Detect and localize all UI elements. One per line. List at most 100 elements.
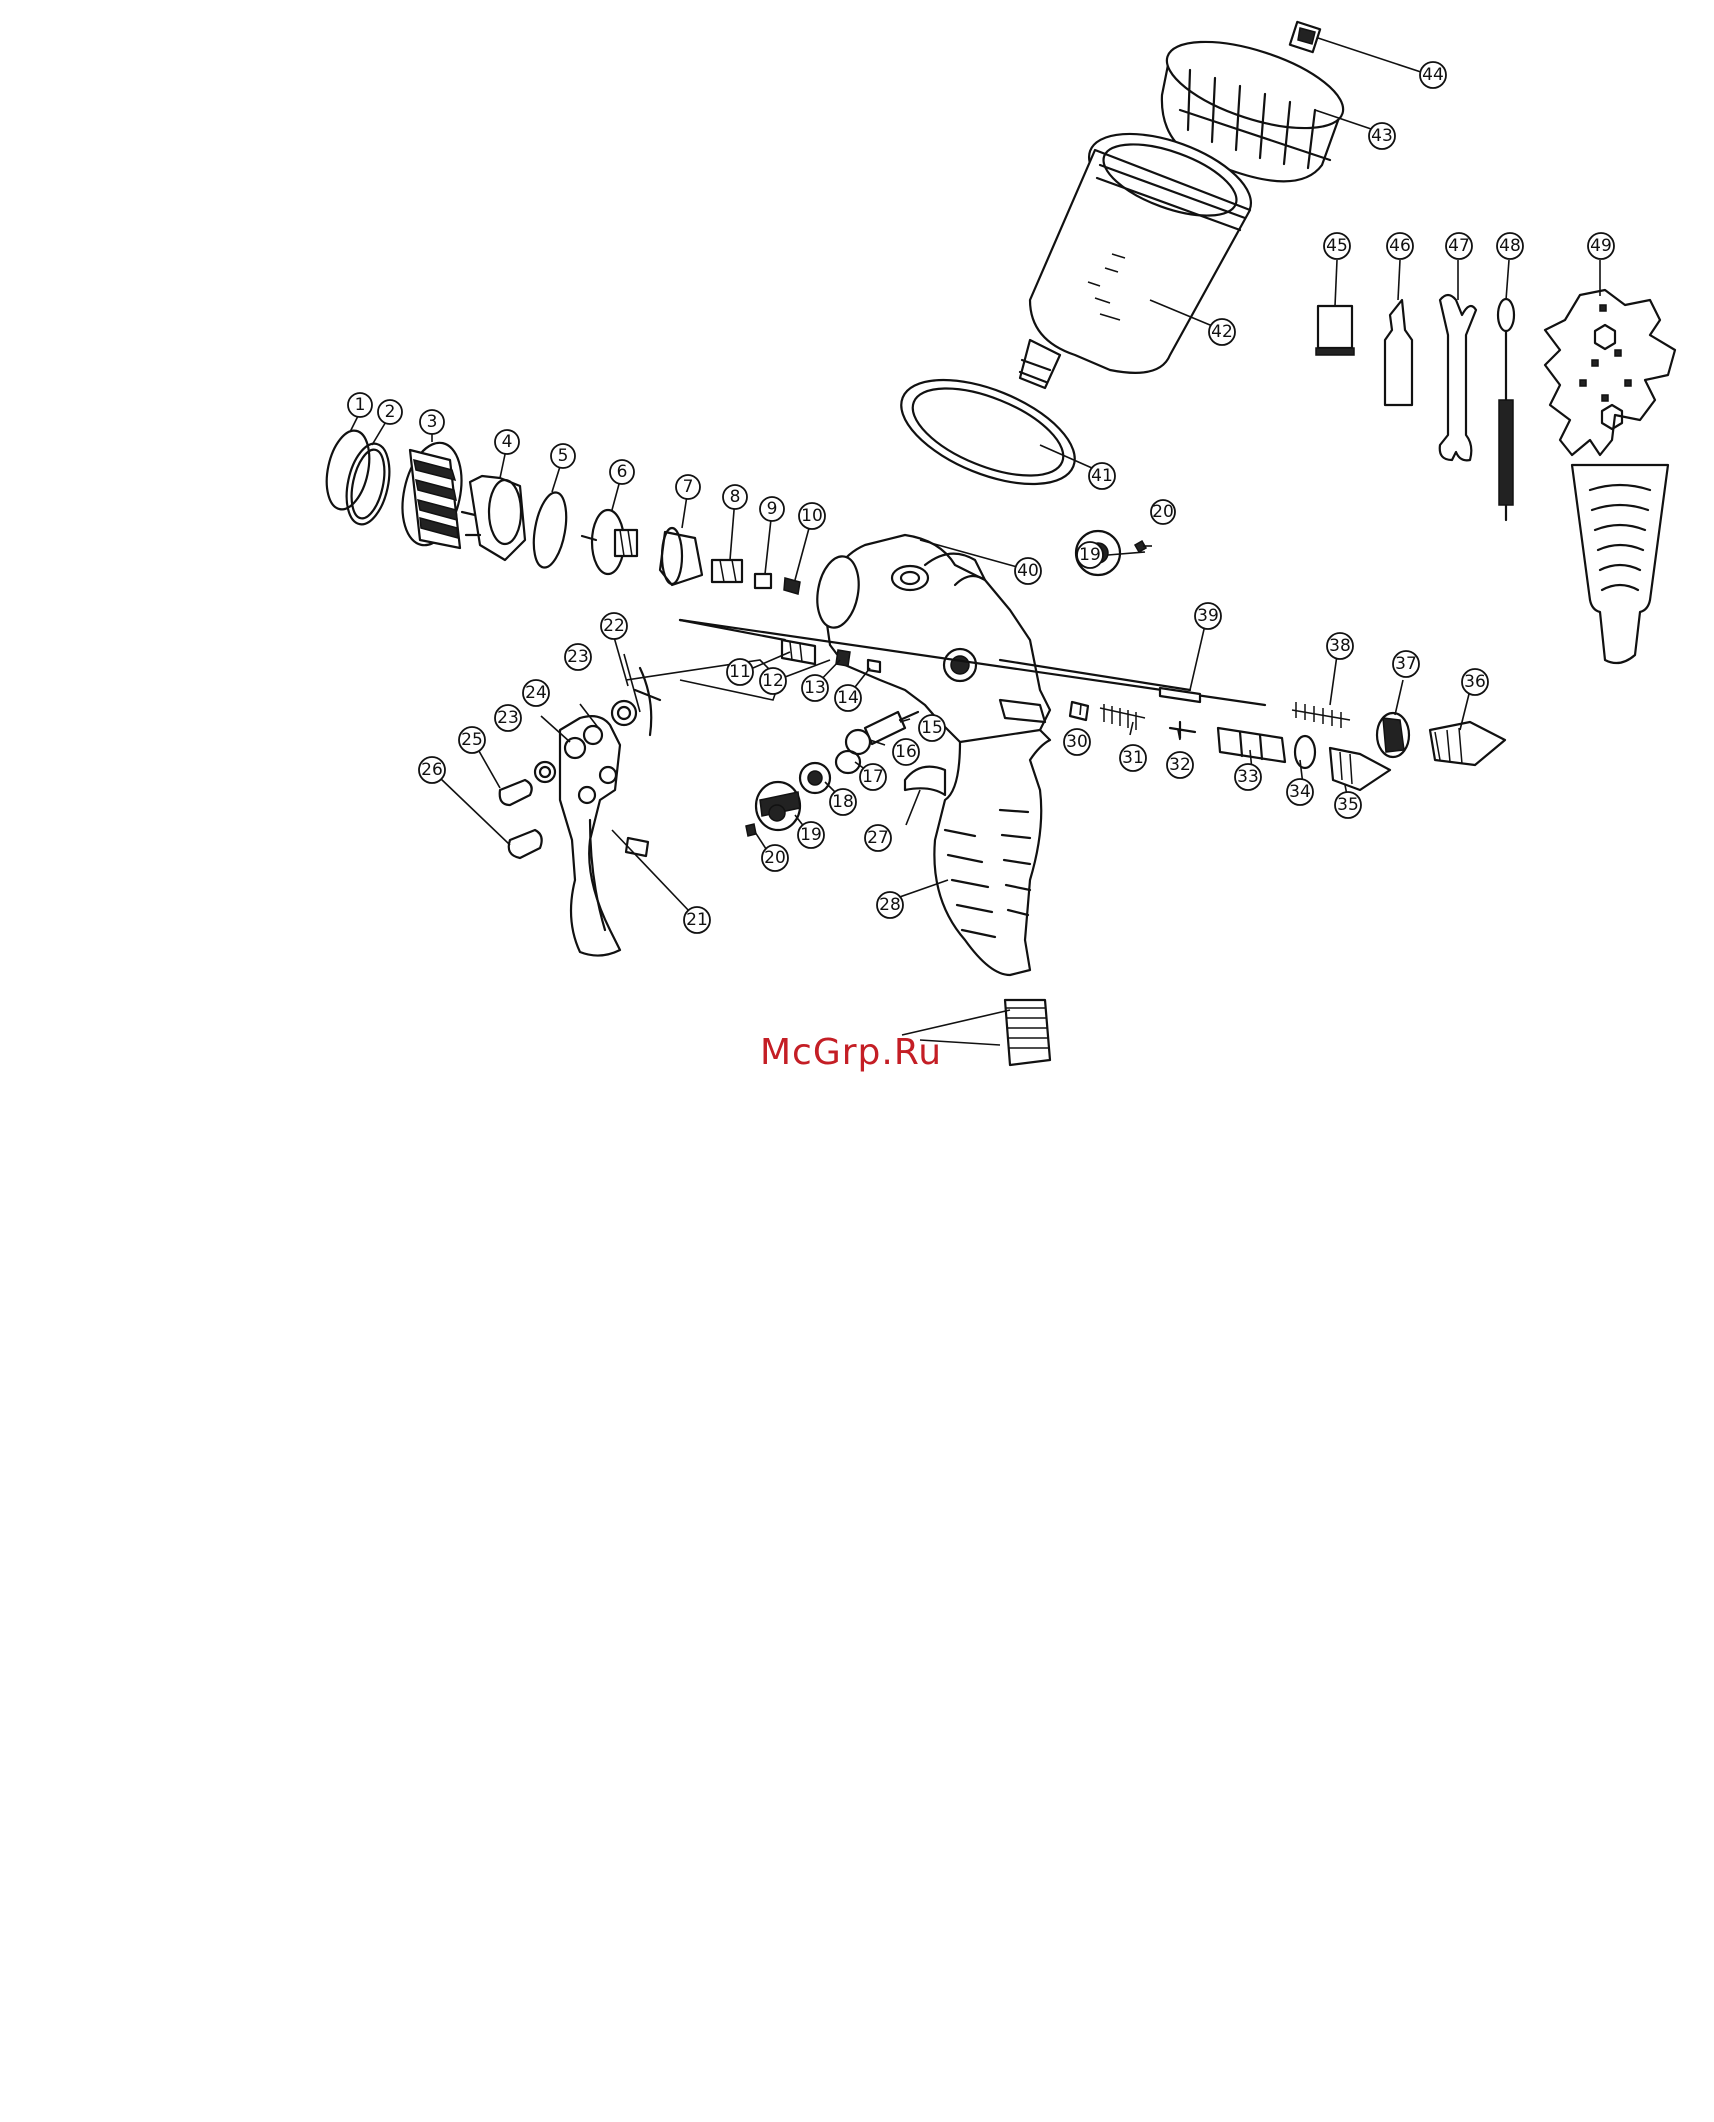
svg-text:1: 1 [355, 395, 366, 415]
svg-text:14: 14 [837, 688, 859, 708]
callout-32: 32 [1167, 752, 1193, 778]
callout-46: 46 [1387, 233, 1413, 259]
svg-text:19: 19 [800, 825, 822, 845]
svg-text:49: 49 [1590, 236, 1612, 256]
svg-text:47: 47 [1448, 236, 1470, 256]
callout-6: 6 [610, 460, 634, 484]
svg-text:10: 10 [801, 506, 823, 526]
svg-text:41: 41 [1091, 466, 1113, 486]
callout-34: 34 [1287, 779, 1313, 805]
svg-text:36: 36 [1464, 672, 1486, 692]
svg-text:17: 17 [862, 767, 884, 787]
callout-38: 38 [1327, 633, 1353, 659]
callout-23a: 23 [565, 644, 591, 670]
svg-text:18: 18 [832, 792, 854, 812]
svg-text:38: 38 [1329, 636, 1351, 656]
callout-8: 8 [723, 485, 747, 509]
svg-text:9: 9 [767, 499, 778, 519]
callout-31: 31 [1120, 745, 1146, 771]
svg-text:45: 45 [1326, 236, 1348, 256]
svg-text:12: 12 [762, 671, 784, 691]
callout-11: 11 [727, 659, 753, 685]
svg-text:32: 32 [1169, 755, 1191, 775]
svg-text:42: 42 [1211, 322, 1233, 342]
callout-7: 7 [676, 475, 700, 499]
svg-text:19: 19 [1079, 545, 1101, 565]
callout-42: 42 [1209, 319, 1235, 345]
svg-text:24: 24 [525, 683, 547, 703]
air-cap-assembly [320, 427, 571, 570]
watermark: McGrp.Ru [760, 1032, 942, 1073]
callout-5: 5 [551, 444, 575, 468]
svg-text:39: 39 [1197, 606, 1219, 626]
callout-19: 19 [798, 822, 824, 848]
multi-tool-spanner [1545, 290, 1675, 663]
callout-20: 20 [762, 845, 788, 871]
callout-10: 10 [799, 503, 825, 529]
callout-41: 41 [1089, 463, 1115, 489]
callout-3: 3 [420, 410, 444, 434]
callout-47: 47 [1446, 233, 1472, 259]
callout-17: 17 [860, 764, 886, 790]
svg-text:44: 44 [1422, 65, 1444, 85]
callout-27: 27 [865, 825, 891, 851]
svg-text:5: 5 [558, 446, 569, 466]
callout-9: 9 [760, 497, 784, 521]
svg-text:46: 46 [1389, 236, 1411, 256]
callout-21: 21 [684, 907, 710, 933]
callout-44: 44 [1420, 62, 1446, 88]
callout-13: 13 [802, 675, 828, 701]
svg-text:25: 25 [461, 730, 483, 750]
callout-25: 25 [459, 727, 485, 753]
svg-text:27: 27 [867, 828, 889, 848]
callout-30: 30 [1064, 729, 1090, 755]
svg-text:23: 23 [567, 647, 589, 667]
svg-text:3: 3 [427, 412, 438, 432]
cleaning-pick [1385, 300, 1412, 405]
callout-36: 36 [1462, 669, 1488, 695]
svg-text:28: 28 [879, 895, 901, 915]
callout-14: 14 [835, 685, 861, 711]
callout-49: 49 [1588, 233, 1614, 259]
callout-18: 18 [830, 789, 856, 815]
svg-text:7: 7 [683, 477, 694, 497]
svg-text:4: 4 [502, 432, 513, 452]
callout-45: 45 [1324, 233, 1350, 259]
callout-33: 33 [1235, 764, 1261, 790]
callout-48: 48 [1497, 233, 1523, 259]
svg-text:35: 35 [1337, 795, 1359, 815]
cleaning-brush [1498, 299, 1514, 520]
svg-text:34: 34 [1289, 782, 1311, 802]
svg-text:15: 15 [921, 718, 943, 738]
callout-23b: 23 [495, 705, 521, 731]
svg-text:31: 31 [1122, 748, 1144, 768]
callout-12: 12 [760, 668, 786, 694]
callout-37: 37 [1393, 651, 1419, 677]
svg-text:30: 30 [1066, 732, 1088, 752]
filter-tool [1316, 306, 1354, 355]
svg-text:43: 43 [1371, 126, 1393, 146]
svg-text:40: 40 [1017, 561, 1039, 581]
callout-39: 39 [1195, 603, 1221, 629]
svg-text:23: 23 [497, 708, 519, 728]
vent-plug [1290, 22, 1320, 52]
svg-text:20: 20 [764, 848, 786, 868]
spanner-wrench [1440, 295, 1476, 460]
svg-text:8: 8 [730, 487, 741, 507]
callout-20b: 20 [1151, 500, 1175, 524]
svg-text:20: 20 [1152, 502, 1174, 522]
svg-text:13: 13 [804, 678, 826, 698]
callout-1: 1 [348, 393, 372, 417]
callout-28: 28 [877, 892, 903, 918]
callout-40: 40 [1015, 558, 1041, 584]
svg-text:21: 21 [686, 910, 708, 930]
svg-text:48: 48 [1499, 236, 1521, 256]
svg-text:2: 2 [385, 402, 396, 422]
callout-22: 22 [601, 613, 627, 639]
svg-text:26: 26 [421, 760, 443, 780]
callout-4: 4 [495, 430, 519, 454]
callout-16: 16 [893, 739, 919, 765]
trigger-assembly [500, 668, 660, 956]
callout-35: 35 [1335, 792, 1361, 818]
svg-text:6: 6 [617, 462, 628, 482]
